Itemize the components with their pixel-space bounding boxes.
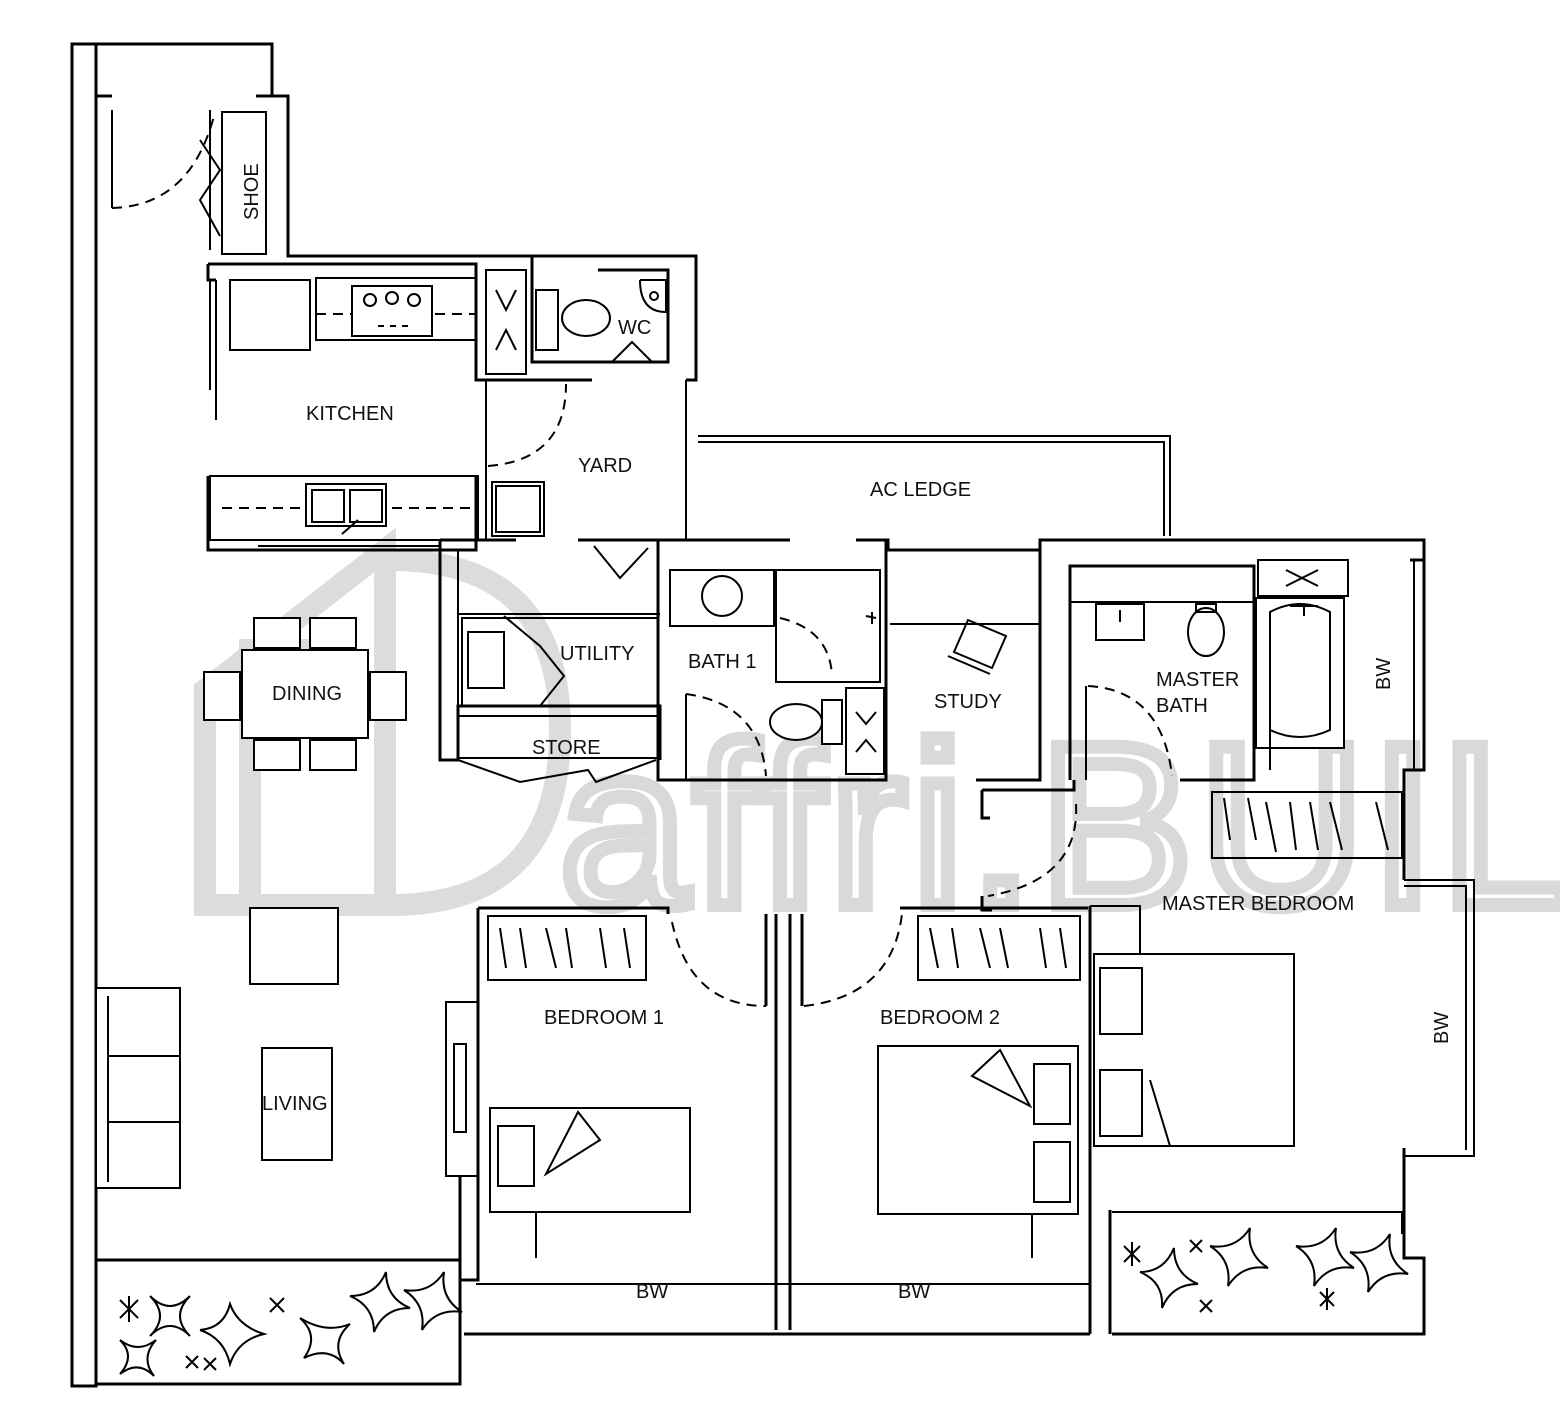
planters bbox=[119, 1227, 1409, 1377]
label-bw-bedroom2: BW bbox=[898, 1281, 930, 1303]
label-bw-master-bedroom: BW bbox=[1431, 1012, 1453, 1044]
bedroom2-fittings bbox=[788, 906, 1088, 1330]
label-bw-bedroom1: BW bbox=[636, 1281, 668, 1303]
dining-living-furniture bbox=[95, 617, 407, 1189]
room-labels: SHOE WC KITCHEN YARD AC LEDGE UTILITY BA… bbox=[241, 163, 1453, 1303]
label-bw-master-bath: BW bbox=[1373, 658, 1395, 690]
study-fittings bbox=[890, 540, 1078, 912]
label-living: LIVING bbox=[262, 1093, 328, 1115]
label-master-bath-line2: BATH bbox=[1156, 695, 1208, 717]
label-yard: YARD bbox=[578, 455, 632, 477]
label-master-bath-line1: MASTER bbox=[1156, 669, 1239, 691]
label-bath1: BATH 1 bbox=[688, 651, 757, 673]
utility-store bbox=[438, 540, 662, 784]
bedroom1-fittings bbox=[445, 906, 778, 1330]
kitchen-fittings bbox=[209, 277, 479, 547]
label-shoe: SHOE bbox=[241, 163, 263, 220]
label-ac-ledge: AC LEDGE bbox=[870, 479, 971, 501]
yard-wc bbox=[485, 256, 1171, 540]
label-master-bedroom: MASTER BEDROOM bbox=[1162, 893, 1354, 915]
master-bedroom-fittings bbox=[1088, 791, 1475, 1334]
label-kitchen: KITCHEN bbox=[306, 403, 394, 425]
label-study: STUDY bbox=[934, 691, 1002, 713]
label-dining: DINING bbox=[272, 683, 342, 705]
label-store: STORE bbox=[532, 737, 601, 759]
master-bath-fittings bbox=[1068, 559, 1415, 782]
label-utility: UTILITY bbox=[560, 643, 634, 665]
label-wc: WC bbox=[618, 317, 651, 339]
label-bedroom1: BEDROOM 1 bbox=[544, 1007, 664, 1029]
bath1-fittings bbox=[656, 540, 888, 782]
label-bedroom2: BEDROOM 2 bbox=[880, 1007, 1000, 1029]
entrance bbox=[111, 110, 267, 255]
